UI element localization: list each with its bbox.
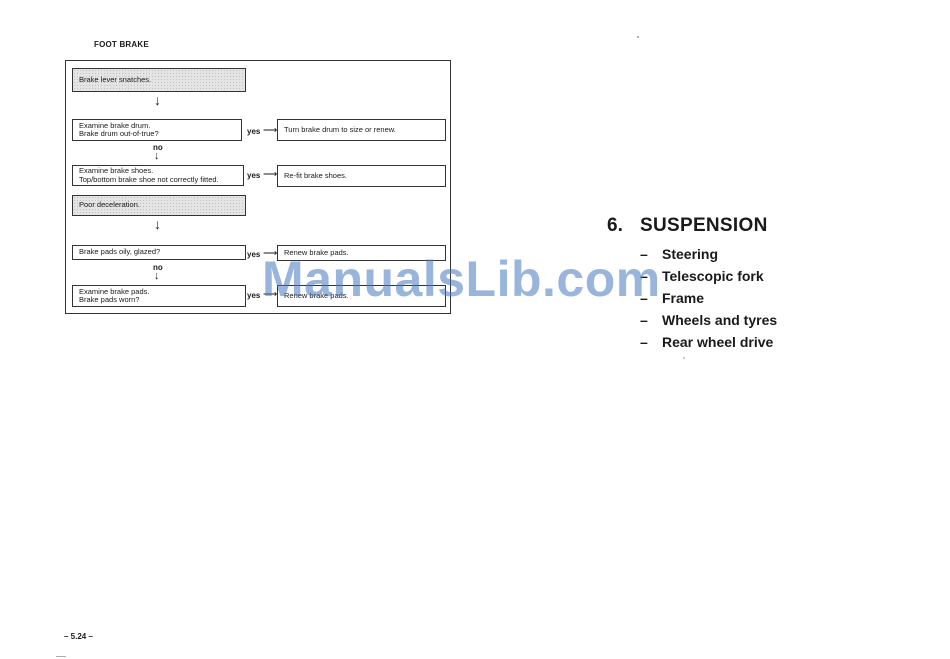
arrow-right-icon: ⟶ xyxy=(263,169,278,180)
flowchart-frame: Brake lever snatches. ↓ Examine brake dr… xyxy=(65,60,451,314)
flow-check-shoes: Examine brake shoes. Top/bottom brake sh… xyxy=(72,165,244,186)
topic-label: Telescopic fork xyxy=(662,268,764,284)
arrow-down-icon: ↓ xyxy=(154,92,161,108)
topic-label: Steering xyxy=(662,246,719,262)
flow-text: Examine brake drum. xyxy=(79,120,151,130)
flow-check-pads-glazed: Brake pads oily, glazed? xyxy=(72,245,246,260)
flow-text: Examine brake pads. xyxy=(79,286,150,296)
topic-label: Rear wheel drive xyxy=(662,334,774,350)
flow-check-pads-worn: Examine brake pads. Brake pads worn? xyxy=(72,285,246,307)
flow-fix-shoes: Re-fit brake shoes. xyxy=(277,165,446,187)
flow-text: Examine brake shoes. xyxy=(79,166,154,175)
section-title: SUSPENSION xyxy=(640,215,768,236)
flow-text: Renew brake pads. xyxy=(284,247,349,257)
dash-icon: – xyxy=(640,290,648,306)
dash-icon: – xyxy=(640,246,648,262)
topic-item: –Telescopic fork xyxy=(640,265,777,287)
dash-icon: – xyxy=(640,268,648,284)
topic-label: Frame xyxy=(662,290,705,306)
topic-label: Wheels and tyres xyxy=(662,312,778,328)
topic-item: –Steering xyxy=(640,243,777,265)
scan-speck xyxy=(683,357,685,359)
topic-item: –Wheels and tyres xyxy=(640,309,777,331)
page-heading: FOOT BRAKE xyxy=(94,40,149,49)
arrow-down-icon: ↓ xyxy=(154,216,161,232)
dash-icon: – xyxy=(640,334,648,350)
no-label: no xyxy=(153,263,163,272)
yes-label: yes xyxy=(247,291,261,300)
topic-list: –Steering –Telescopic fork –Frame –Wheel… xyxy=(640,243,777,353)
topic-item: –Frame xyxy=(640,287,777,309)
flow-check-drum: Examine brake drum. Brake drum out-of-tr… xyxy=(72,119,242,141)
dash-icon: – xyxy=(640,312,648,328)
topic-item: –Rear wheel drive xyxy=(640,331,777,353)
flow-text: Turn brake drum to size or renew. xyxy=(284,124,396,134)
flow-start-brake-lever: Brake lever snatches. xyxy=(72,68,246,92)
page-number: – 5.24 – xyxy=(64,632,93,641)
yes-label: yes xyxy=(247,171,261,180)
flow-text: Re-fit brake shoes. xyxy=(284,170,347,180)
flow-text: Poor deceleration. xyxy=(79,200,140,210)
arrow-right-icon: ⟶ xyxy=(263,125,278,136)
section-number: 6. xyxy=(607,215,623,236)
yes-label: yes xyxy=(247,127,261,136)
scan-speck xyxy=(56,656,66,657)
watermark: ManualsLib.com xyxy=(262,251,661,307)
flow-fix-drum: Turn brake drum to size or renew. xyxy=(277,119,446,141)
flow-fix-pads-1: Renew brake pads. xyxy=(277,245,446,261)
no-label: no xyxy=(153,143,163,152)
scan-speck xyxy=(637,36,639,38)
flow-text: Brake drum out-of-true? xyxy=(79,129,159,138)
flow-text: Top/bottom brake shoe not correctly fitt… xyxy=(79,174,219,184)
flow-start-poor-deceleration: Poor deceleration. xyxy=(72,195,246,216)
arrow-down-icon: ↓ xyxy=(154,270,160,282)
flow-fix-pads-2: Renew brake pads. xyxy=(277,285,446,307)
flow-text: Brake pads oily, glazed? xyxy=(79,247,161,257)
flow-text: Brake lever snatches. xyxy=(79,74,152,84)
arrow-right-icon: ⟶ xyxy=(263,289,278,300)
arrow-right-icon: ⟶ xyxy=(263,248,278,259)
yes-label: yes xyxy=(247,250,261,259)
flow-text: Brake pads worn? xyxy=(79,295,140,304)
flow-text: Renew brake pads. xyxy=(284,290,349,300)
arrow-down-icon: ↓ xyxy=(154,150,160,162)
